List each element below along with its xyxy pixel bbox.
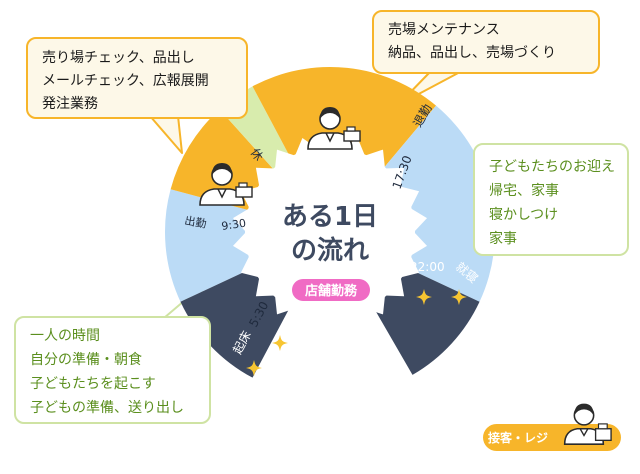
callout-line: 自分の準備・朝食 bbox=[30, 352, 142, 368]
ring-segment-home-morning bbox=[165, 189, 253, 302]
callout-home-evening: 子どもたちのお迎え 帰宅、家事 寝かしつけ 家事 bbox=[473, 143, 629, 256]
sparkle-icon bbox=[246, 360, 262, 376]
worker-figure-icon bbox=[307, 107, 361, 150]
sparkle-icon bbox=[416, 289, 432, 305]
center-burst bbox=[233, 134, 427, 330]
callout-line: 家事 bbox=[489, 231, 517, 247]
sparkle-icon bbox=[272, 335, 288, 351]
worker-figure-icon bbox=[563, 403, 612, 445]
callout-line: 売り場チェック、品出し bbox=[42, 50, 195, 66]
callout-line: 納品、品出し、売場づくり bbox=[388, 45, 556, 61]
callout-line: 一人の時間 bbox=[30, 328, 100, 344]
ring-segment-home-evening bbox=[384, 105, 495, 302]
callout-work-morning: 売り場チェック、品出し メールチェック、広報展開 発注業務 bbox=[26, 37, 248, 119]
callout-line: 帰宅、家事 bbox=[489, 183, 559, 199]
ring-label-arrive-time: 9:30 bbox=[221, 217, 247, 233]
sparkle-icon bbox=[451, 289, 467, 305]
callout-tail-work-morning bbox=[149, 115, 183, 154]
worker-figure-icon bbox=[199, 163, 253, 206]
callout-line: 発注業務 bbox=[42, 96, 98, 112]
legend-label: 接客・レジ bbox=[488, 431, 549, 445]
callout-work-afternoon: 売場メンテナンス 納品、品出し、売場づくり bbox=[372, 10, 600, 74]
callout-line: 子どもたちを起こす bbox=[30, 376, 156, 392]
ring-label-arrive: 出勤 bbox=[183, 213, 207, 231]
callout-line: 売場メンテナンス bbox=[388, 22, 500, 38]
store-work-badge: 店舗勤務 bbox=[305, 283, 358, 299]
callout-home-morning: 一人の時間 自分の準備・朝食 子どもたちを起こす 子どもの準備、送り出し bbox=[14, 316, 211, 424]
callout-line: 子どもたちのお迎え bbox=[489, 159, 615, 175]
page-title-line2: の流れ bbox=[291, 236, 369, 266]
ring-segment-work-afternoon bbox=[252, 66, 437, 167]
store-work-badge-bg bbox=[292, 279, 370, 301]
callout-line: 子どもの準備、送り出し bbox=[30, 400, 184, 416]
callout-line: 寝かしつけ bbox=[489, 207, 559, 223]
callout-line: メールチェック、広報展開 bbox=[42, 73, 209, 89]
ring-label-sleep-time: 22:00 bbox=[410, 260, 445, 274]
page-title-line1: ある1日 bbox=[282, 202, 378, 232]
